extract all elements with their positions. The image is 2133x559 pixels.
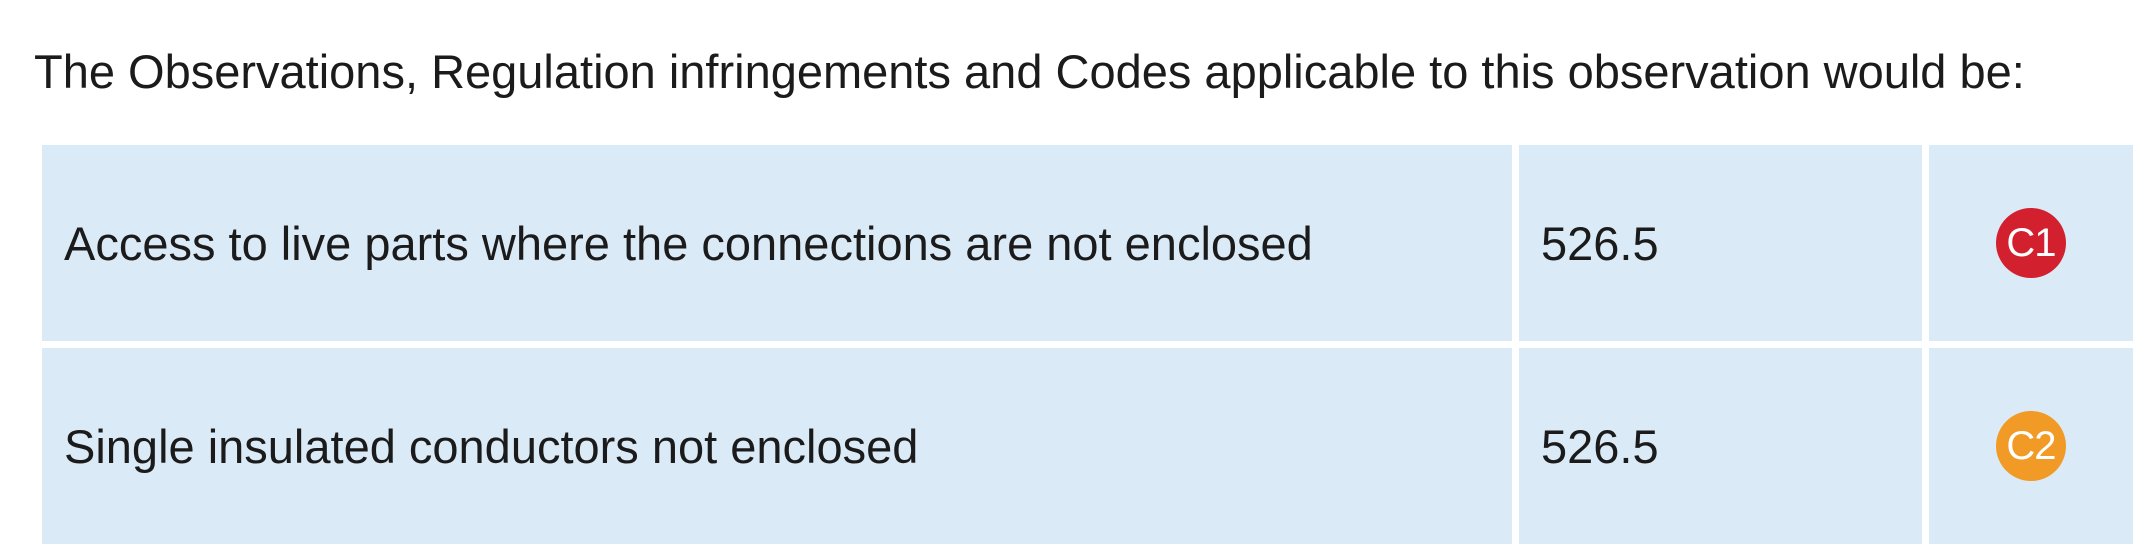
code-cell: C2 bbox=[1929, 348, 2133, 544]
observations-table: Access to live parts where the connectio… bbox=[42, 145, 2133, 544]
code-cell: C1 bbox=[1929, 145, 2133, 341]
intro-heading: The Observations, Regulation infringemen… bbox=[34, 45, 2025, 98]
regulation-cell: 526.5 bbox=[1519, 348, 1922, 544]
regulation-cell: 526.5 bbox=[1519, 145, 1922, 341]
code-badge: C2 bbox=[1996, 411, 2066, 481]
observation-cell: Access to live parts where the connectio… bbox=[42, 145, 1512, 341]
table-row: Access to live parts where the connectio… bbox=[42, 145, 2133, 341]
observation-cell: Single insulated conductors not enclosed bbox=[42, 348, 1512, 544]
code-badge: C1 bbox=[1996, 208, 2066, 278]
table-row: Single insulated conductors not enclosed… bbox=[42, 348, 2133, 544]
